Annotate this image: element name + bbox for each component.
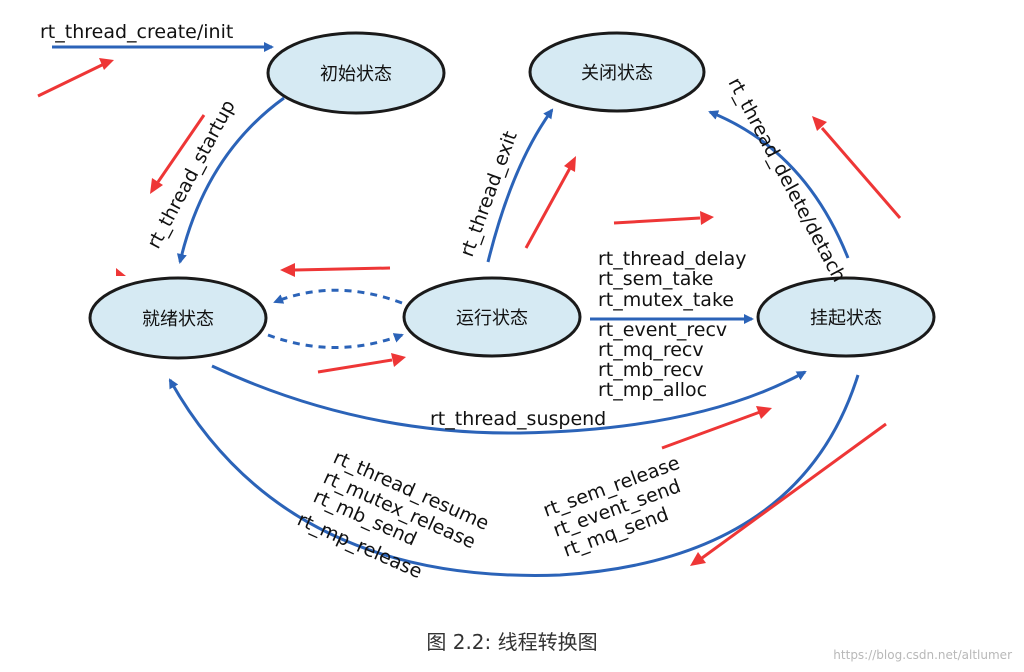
label-suspend-call-4: rt_mq_recv xyxy=(598,339,704,361)
figure-caption: 图 2.2: 线程转换图 xyxy=(426,630,598,654)
edge-ready-to-running-dashed xyxy=(267,333,404,349)
label-exit: rt_thread_exit xyxy=(456,128,522,259)
watermark: https://blog.csdn.net/altlumer xyxy=(833,648,1012,662)
edge-suspended-to-ready xyxy=(168,374,860,577)
edge-ready-to-suspended xyxy=(211,364,807,435)
state-running-label: 运行状态 xyxy=(456,308,528,329)
state-closed: 关闭状态 xyxy=(528,31,706,113)
annotation-arrows xyxy=(37,58,902,566)
edge-suspended-to-closed xyxy=(708,110,850,259)
edge-running-to-ready-dashed xyxy=(273,288,403,305)
label-suspend-call-2: rt_mutex_take xyxy=(598,289,734,311)
label-suspend: rt_thread_suspend xyxy=(430,408,606,430)
edge-running-to-closed xyxy=(486,108,554,263)
state-closed-label: 关闭状态 xyxy=(581,63,653,84)
state-suspended-label: 挂起状态 xyxy=(810,308,882,329)
state-init-label: 初始状态 xyxy=(320,64,392,85)
state-ready: 就绪状态 xyxy=(88,276,268,360)
state-suspended: 挂起状态 xyxy=(756,276,936,358)
state-running: 运行状态 xyxy=(402,276,582,358)
edge-init-to-ready xyxy=(176,96,285,264)
label-create: rt_thread_create/init xyxy=(40,21,233,43)
label-suspend-call-0: rt_thread_delay xyxy=(598,248,746,270)
label-startup: rt_thread_startup xyxy=(143,96,240,252)
label-suspend-call-1: rt_sem_take xyxy=(598,268,713,290)
label-suspend-call-6: rt_mp_alloc xyxy=(598,379,707,401)
label-suspend-call-5: rt_mb_recv xyxy=(598,359,704,381)
label-suspend-call-3: rt_event_recv xyxy=(598,319,727,341)
state-ready-label: 就绪状态 xyxy=(142,309,214,330)
state-init: 初始状态 xyxy=(266,31,446,115)
